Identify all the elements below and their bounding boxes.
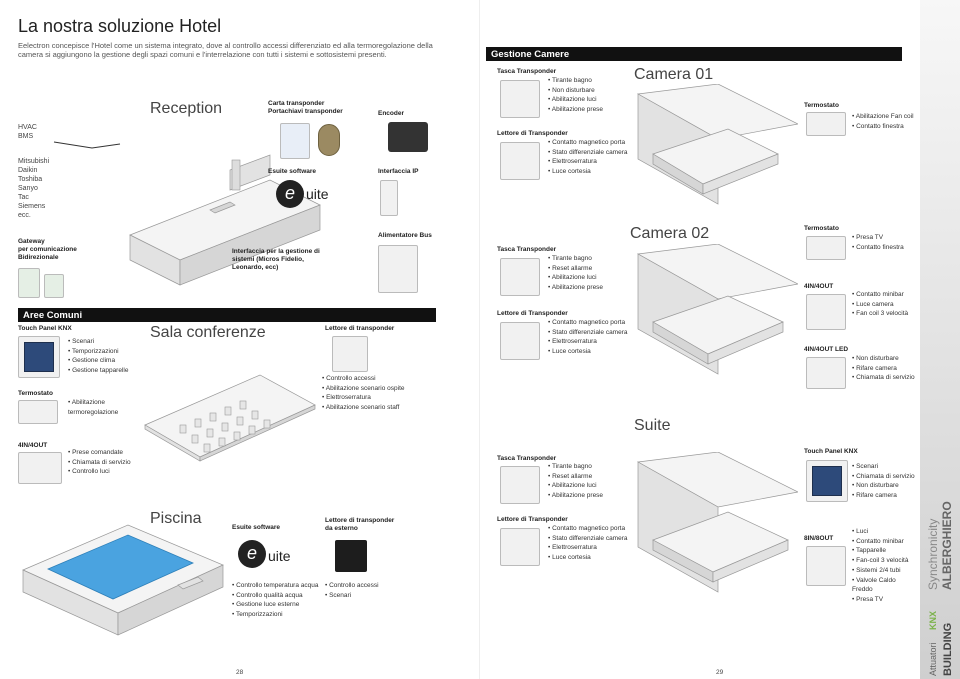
- io-module-image: [18, 452, 62, 484]
- c2-io-label: 4IN/4OUT: [804, 283, 834, 290]
- esuite-logo-2: e: [238, 540, 266, 568]
- touch-panel-bullets: Scenari Temporizzazioni Gestione clima G…: [68, 337, 129, 376]
- reception-desk-illustration: [129, 154, 321, 286]
- c2-led-bullets: Non disturbare Rifare camera Chiamata di…: [852, 354, 915, 383]
- hvac-label: HVAC BMS: [18, 124, 37, 140]
- c1-tasca-label: Tasca Transponder: [497, 68, 557, 75]
- esuite-logo-1: e: [276, 180, 304, 208]
- io-label: 4IN/4OUT: [18, 442, 48, 449]
- page-title: La nostra soluzione Hotel: [18, 16, 222, 36]
- suite-title: Suite: [634, 417, 671, 434]
- s-lettore-bullets: Contatto magnetico porta Stato differenz…: [548, 524, 627, 563]
- gateway-image-2: [44, 274, 64, 298]
- c2-tasca-bullets: Tirante bagno Reset allarme Abilitazione…: [548, 254, 603, 293]
- aree-comuni-header: Aree Comuni: [18, 308, 436, 322]
- lettore-esterno-image: [335, 540, 367, 572]
- termostato-bullets: Abilitazione termoregolazione: [68, 398, 128, 417]
- c2-io-bullets: Contatto minibar Luce camera Fan coil 3 …: [852, 290, 908, 319]
- touch-panel-image: [18, 336, 60, 378]
- esuite-logo-text-2: uite: [268, 548, 291, 564]
- lettore-esterno-label: Lettore di transponder da esterno: [325, 517, 395, 532]
- s-lettore-label: Lettore di Transponder: [497, 516, 568, 523]
- esuite-label-1: Esuite software: [268, 168, 317, 175]
- s-tasca-bullets: Tirante bagno Reset allarme Abilitazione…: [548, 462, 603, 501]
- termostato-image: [18, 400, 58, 424]
- gateway-image: [18, 268, 40, 298]
- interfaccia-ip-label: Interfaccia IP: [378, 168, 419, 175]
- c2-lettore-image: [500, 322, 540, 360]
- transponder-card-image: [280, 123, 310, 159]
- s-touch-label: Touch Panel KNX: [804, 448, 858, 455]
- carta-label: Carta transponder Portachiavi transponde…: [268, 100, 343, 115]
- c1-lettore-bullets: Contatto magnetico porta Stato differenz…: [548, 138, 627, 177]
- c1-tasca-image: [500, 80, 540, 118]
- piscina-illustration: [22, 524, 224, 636]
- interfaccia-sistemi-label: Interfaccia per la gestione di sistemi (…: [232, 248, 320, 271]
- c2-termo-bullets: Presa TV Contatto finestra: [852, 233, 904, 252]
- piscina-bullets: Controllo temperatura acqua Controllo qu…: [232, 581, 319, 620]
- power-supply-image: [378, 245, 418, 293]
- c1-lettore-image: [500, 142, 540, 180]
- c2-tasca-label: Tasca Transponder: [497, 246, 557, 253]
- s-io8-label: 8IN/8OUT: [804, 535, 834, 542]
- ip-interface-image: [380, 180, 398, 216]
- page-number-right: 29: [716, 669, 724, 676]
- page-fold: [479, 0, 480, 679]
- s-touch-image: [806, 460, 848, 502]
- c1-termo-bullets: Abilitazione Fan coil Contatto finestra: [852, 112, 914, 131]
- encoder-image: [388, 122, 428, 152]
- intro-text: Eelectron concepisce l'Hotel come un sis…: [18, 41, 433, 59]
- io-bullets: Prese comandate Chiamata di servizio Con…: [68, 448, 131, 477]
- touch-panel-label: Touch Panel KNX: [18, 325, 72, 332]
- lettore-image: [332, 336, 368, 372]
- camera1-bed-illustration: [636, 84, 798, 205]
- c2-termostato-label: Termostato: [804, 225, 839, 232]
- knx-logo: KNX: [928, 610, 938, 630]
- lettore-bullets: Controllo accessi Abilitazione scenario …: [322, 374, 405, 413]
- c2-io-led-label: 4IN/4OUT LED: [804, 346, 849, 353]
- sala-conferenze-illustration: [144, 374, 316, 462]
- sala-title: Sala conferenze: [150, 324, 266, 341]
- c1-lettore-label: Lettore di Transponder: [497, 130, 568, 137]
- side-strip: Synchronicity ALBERGHIERO Attuatori KNX …: [920, 0, 960, 679]
- s-tasca-label: Tasca Transponder: [497, 455, 557, 462]
- camera2-title: Camera 02: [630, 225, 710, 242]
- synchronicity-label: Synchronicity: [926, 518, 940, 590]
- c2-lettore-label: Lettore di Transponder: [497, 310, 568, 317]
- brands-list: Mitsubishi Daikin Toshiba Sanyo Tac Siem…: [18, 158, 50, 219]
- s-io8-image: [806, 546, 846, 586]
- page-number-left: 28: [236, 669, 244, 676]
- s-tasca-image: [500, 466, 540, 504]
- gateway-label: Gateway per comunicazione Bidirezionale: [18, 238, 77, 261]
- reception-title: Reception: [150, 100, 223, 117]
- c2-tasca-image: [500, 258, 540, 296]
- suite-bed-illustration: [636, 452, 798, 593]
- bus-connector: [53, 141, 121, 149]
- esuite-label-2: Esuite software: [232, 524, 281, 531]
- alimentatore-label: Alimentatore Bus: [378, 232, 432, 239]
- alberghiero-label: ALBERGHIERO: [940, 501, 954, 590]
- gestione-camere-header: Gestione Camere: [486, 47, 902, 61]
- lettore-label: Lettore di transponder: [325, 325, 395, 332]
- camera1-title: Camera 01: [634, 66, 714, 83]
- termostato-label: Termostato: [18, 390, 53, 397]
- s-io8-bullets: Luci Contatto minibar Tapparelle Fan-coi…: [852, 527, 918, 605]
- piscina-title: Piscina: [150, 510, 202, 527]
- c2-io-led-image: [806, 357, 846, 389]
- c2-termostato-image: [806, 236, 846, 260]
- c1-termostato-image: [806, 112, 846, 136]
- c2-io-image: [806, 294, 846, 330]
- camera2-bed-illustration: [636, 244, 798, 375]
- attuatori-label: Attuatori: [928, 642, 938, 676]
- building-label: BUILDING: [942, 622, 954, 676]
- c2-lettore-bullets: Contatto magnetico porta Stato differenz…: [548, 318, 627, 357]
- c1-tasca-bullets: Tirante bagno Non disturbare Abilitazion…: [548, 76, 603, 115]
- esterno-bullets: Controllo accessi Scenari: [325, 581, 379, 600]
- s-lettore-image: [500, 528, 540, 566]
- esuite-logo-text-1: uite: [306, 186, 329, 202]
- keyfob-image: [318, 124, 340, 156]
- c1-termostato-label: Termostato: [804, 102, 839, 109]
- s-touch-bullets: Scenari Chiamata di servizio Non disturb…: [852, 462, 915, 501]
- encoder-label: Encoder: [378, 110, 405, 117]
